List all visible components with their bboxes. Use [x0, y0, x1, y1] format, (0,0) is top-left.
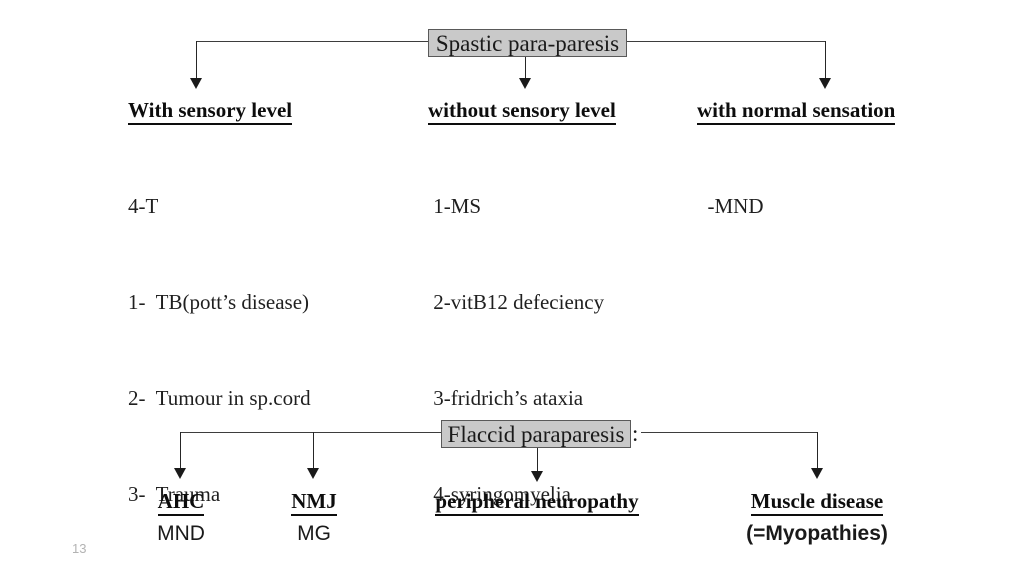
- leaf-title: NMJ: [291, 489, 337, 516]
- column-list-with-normal-sensation: -MND: [697, 126, 764, 286]
- spastic-branch-middle-arrow-icon: [519, 78, 531, 89]
- flaccid-branch-nmj-arrow-icon: [307, 468, 319, 479]
- list-item: 4-syringomyelia: [428, 482, 571, 506]
- leaf-muscle-disease: Muscle disease (=Myopathies): [707, 489, 927, 546]
- leaf-subtitle: (=Myopathies): [746, 522, 888, 545]
- flaccid-connector-left-segment: [180, 432, 441, 433]
- flaccid-branch-peripheral-neuropathy-stem: [537, 448, 538, 472]
- list-item: 3-fridrich’s ataxia: [428, 386, 584, 410]
- spastic-branch-middle-stem: [525, 57, 526, 79]
- column-list-without-sensory-level: 1-MS 2-vitB12 defeciency 3-fridrich’s at…: [428, 126, 652, 576]
- column-list-with-sensory-level: 4-T 1- TB(pott’s disease) 2- Tumour in s…: [128, 126, 320, 576]
- flaccid-branch-nmj-stem: [313, 432, 314, 469]
- spastic-branch-left-arrow-icon: [190, 78, 202, 89]
- flaccid-paraparesis-box: Flaccid paraparesis: [441, 420, 631, 448]
- flaccid-branch-ahc-arrow-icon: [174, 468, 186, 479]
- leaf-title: Muscle disease: [750, 489, 884, 516]
- spastic-connector-right-segment: [627, 41, 826, 42]
- flaccid-paraparesis-colon: :: [632, 421, 639, 446]
- spastic-connector-left-segment: [196, 41, 428, 42]
- leaf-subtitle: MG: [297, 522, 331, 545]
- list-item: 2- Tumour in sp.cord: [128, 386, 311, 410]
- flaccid-branch-muscle-disease-arrow-icon: [811, 468, 823, 479]
- leaf-nmj: NMJ MG: [243, 489, 385, 546]
- list-item: -MND: [697, 194, 764, 218]
- column-heading-without-sensory-level: without sensory level: [428, 98, 616, 125]
- page-number: 13: [72, 541, 87, 556]
- leaf-title: AHC: [157, 489, 205, 516]
- flaccid-branch-muscle-disease-stem: [817, 432, 818, 469]
- leaf-title: peripheral neuropathy: [435, 489, 639, 516]
- leaf-peripheral-neuropathy: peripheral neuropathy: [417, 489, 657, 516]
- list-item: 1-MS: [428, 194, 482, 218]
- leaf-subtitle: MND: [157, 522, 205, 545]
- flaccid-branch-ahc-stem: [180, 432, 181, 469]
- list-item: 2-vitB12 defeciency: [428, 290, 605, 314]
- list-item: 3- Trauma: [128, 482, 221, 506]
- list-item: 4-T: [128, 194, 159, 218]
- spastic-para-paresis-box: Spastic para-paresis: [428, 29, 627, 57]
- leaf-ahc: AHC MND: [110, 489, 252, 546]
- column-heading-with-normal-sensation: with normal sensation: [697, 98, 896, 125]
- list-item: 1- TB(pott’s disease): [128, 290, 310, 314]
- spastic-branch-right-stem: [825, 41, 826, 79]
- spastic-branch-right-arrow-icon: [819, 78, 831, 89]
- spastic-branch-left-stem: [196, 41, 197, 79]
- flaccid-connector-right-segment: [641, 432, 818, 433]
- flaccid-branch-peripheral-neuropathy-arrow-icon: [531, 471, 543, 482]
- column-heading-with-sensory-level: With sensory level: [128, 98, 293, 125]
